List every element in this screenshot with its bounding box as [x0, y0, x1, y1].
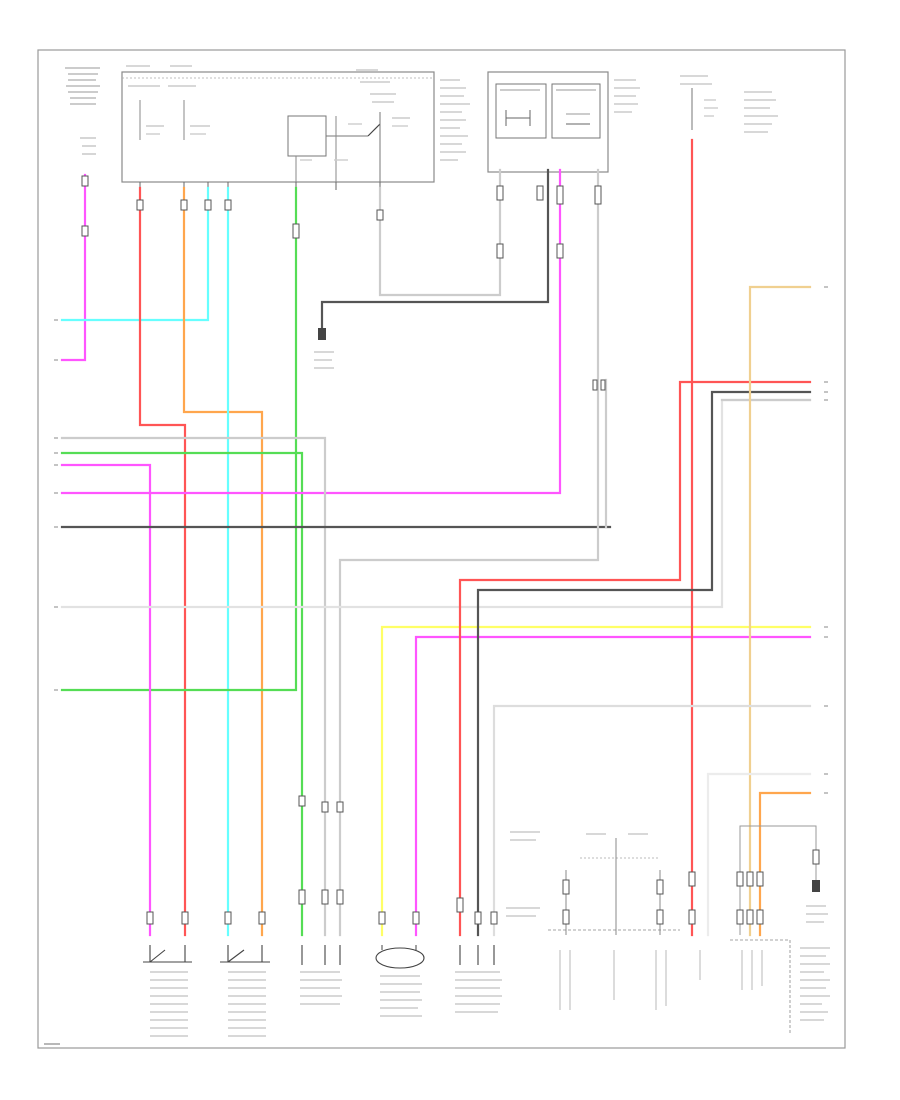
wire-pink-left: [60, 173, 87, 362]
wire-faint-lower: [706, 772, 812, 937]
switch-1: [143, 945, 192, 1037]
wire-red-right-2: [458, 380, 812, 937]
switch-2: [220, 945, 270, 1037]
wire-pink-sw1: [60, 463, 152, 937]
wire-green-2: [60, 451, 304, 937]
bottom-connectors: [146, 849, 820, 925]
wire-cyan-left: [60, 186, 210, 322]
bottom-components: [143, 831, 830, 1037]
fuel-pump-module: [487, 71, 640, 173]
wire-green: [60, 186, 298, 692]
fuel-tank-pressure-sensor: [300, 945, 342, 1005]
ground-symbol-center: [314, 328, 334, 369]
wire-pink-long: [414, 635, 812, 937]
connector-markers: [81, 175, 606, 813]
wire-orange-lower: [758, 791, 812, 937]
wire-gray-h1: [60, 436, 327, 937]
control-module-bottom: [506, 831, 830, 1034]
fuse-relay-block: [121, 65, 435, 190]
wire-dark-right: [476, 390, 812, 937]
fuse-block-notes: [440, 79, 470, 161]
wire-yellow: [380, 625, 812, 937]
right-terminals: [824, 286, 828, 794]
three-wire-sensor: [455, 945, 502, 1013]
wire-tan: [748, 285, 812, 937]
top-left-label-block: [65, 67, 100, 155]
diagram-frame: [37, 49, 846, 1049]
wire-gray-lower: [492, 704, 812, 937]
wire-red: [138, 186, 187, 937]
wire-gray-relay: [378, 168, 502, 297]
wire-faint-h: [60, 398, 812, 609]
oval-sensor: [375, 945, 425, 1017]
wire-orange: [182, 186, 264, 937]
wire-layer: [60, 138, 817, 937]
top-right-sensor-block: [680, 75, 778, 133]
left-terminals: [54, 319, 58, 691]
wire-pink-pump: [60, 168, 562, 495]
wire-dark-ground: [320, 168, 550, 332]
wire-gray-pump-right: [338, 168, 600, 937]
